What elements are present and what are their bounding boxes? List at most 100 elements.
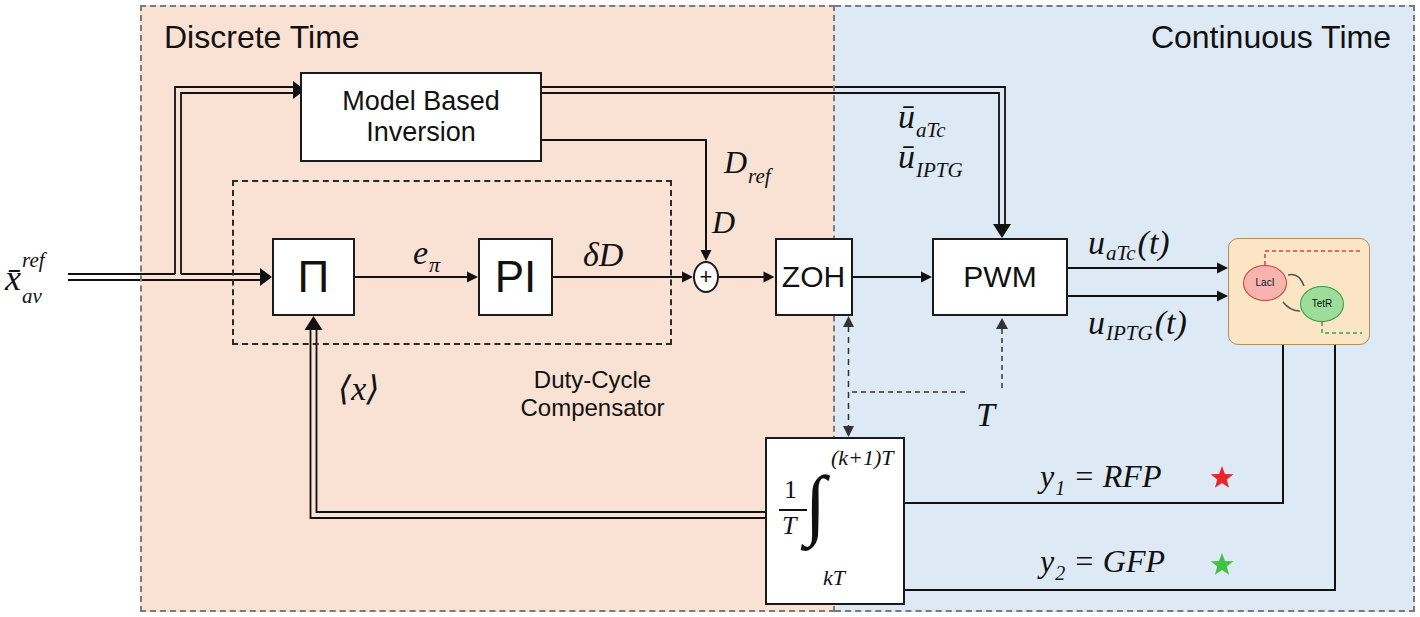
signal-symbol: IPTG bbox=[916, 160, 963, 181]
discrete-time-region: Discrete TimeModel Based InversionDuty-C… bbox=[140, 5, 835, 612]
node-text: Duty-Cycle Compensator bbox=[505, 366, 680, 421]
zoh-block: ZOH bbox=[775, 238, 853, 316]
connector-line bbox=[1068, 295, 1218, 297]
signal-symbol: ū bbox=[898, 100, 915, 134]
bus-line bbox=[68, 273, 175, 275]
bus-connector bbox=[542, 87, 1011, 238]
pi-controller: PI bbox=[478, 238, 553, 316]
signal-symbol: y bbox=[1040, 545, 1054, 577]
node-text: kT bbox=[823, 567, 845, 589]
signal-symbol: ref bbox=[22, 250, 45, 271]
connector-line bbox=[905, 345, 1283, 503]
arrow-head bbox=[996, 318, 1008, 329]
arrow-head bbox=[260, 268, 272, 286]
discrete-region-fill bbox=[140, 5, 835, 612]
node-text: Continuous Time bbox=[1151, 19, 1391, 56]
signal-symbol: aTc bbox=[1106, 243, 1136, 264]
signal-connector bbox=[905, 345, 1335, 590]
signal-symbol: T bbox=[976, 398, 995, 432]
box-label: Model Based Inversion bbox=[302, 86, 540, 148]
arrow-head bbox=[682, 272, 693, 283]
signal-symbol: = GFP bbox=[1073, 545, 1165, 577]
box-label: LacI bbox=[1256, 277, 1275, 289]
node-text: (k+1)T bbox=[831, 447, 894, 469]
signal-symbol: u bbox=[1088, 226, 1105, 260]
signal-symbol: y bbox=[1040, 460, 1054, 492]
averaging-integrator: 1T∫(k+1)TkT bbox=[765, 437, 905, 605]
fraction-bar bbox=[779, 509, 807, 511]
compensator-group: Duty-Cycle CompensatorΠPI bbox=[232, 180, 672, 345]
signal-symbol: = RFP bbox=[1073, 460, 1161, 492]
connector-line bbox=[542, 140, 706, 251]
box-label: ZOH bbox=[782, 260, 845, 295]
signal-connector bbox=[542, 140, 712, 261]
arrow-head bbox=[1217, 291, 1228, 302]
pwm-block: PWM bbox=[932, 238, 1068, 316]
arrow-head bbox=[993, 224, 1011, 238]
interaction-arc bbox=[1283, 302, 1300, 311]
signal-symbol: π bbox=[429, 254, 440, 276]
signal-symbol: u bbox=[1088, 306, 1105, 340]
clock-line bbox=[852, 391, 966, 393]
signal-symbol: ū bbox=[898, 140, 915, 174]
arrow-head bbox=[843, 426, 854, 437]
bus-connector bbox=[305, 316, 766, 518]
connector-line bbox=[553, 276, 683, 278]
inversion-block: Model Based Inversion bbox=[300, 72, 542, 162]
node-text: 1 bbox=[784, 477, 797, 503]
signal-symbol: aTc bbox=[916, 120, 946, 141]
connector-line bbox=[317, 329, 766, 512]
connector-line bbox=[848, 326, 850, 427]
signal-symbol: x̄ bbox=[5, 260, 21, 296]
signal-connector bbox=[1068, 291, 1228, 302]
signal-connector bbox=[853, 272, 933, 283]
signal-connector bbox=[719, 272, 775, 283]
signal-label: δD bbox=[583, 238, 623, 272]
arrow-head bbox=[921, 272, 932, 283]
signal-symbol: (t) bbox=[1155, 306, 1187, 340]
arrow-head bbox=[1217, 263, 1228, 274]
signal-symbol: D bbox=[724, 146, 747, 178]
connector-line bbox=[542, 93, 999, 225]
gfp-star bbox=[1211, 553, 1234, 575]
box-label: PWM bbox=[963, 260, 1036, 295]
signal-symbol: ref bbox=[748, 166, 771, 187]
repression-line bbox=[1265, 251, 1362, 265]
arrow-head bbox=[764, 272, 775, 283]
connector-line bbox=[719, 276, 765, 278]
signal-connector bbox=[1068, 263, 1228, 274]
node-text: Discrete Time bbox=[164, 19, 360, 56]
timing-connector bbox=[843, 316, 854, 437]
continuous-region-fill bbox=[835, 5, 1415, 612]
arrow-head bbox=[305, 316, 323, 330]
connector-line bbox=[355, 276, 468, 278]
plant-cell: LacI TetR bbox=[1228, 238, 1370, 345]
clock-line bbox=[1001, 329, 1003, 388]
signal-connector bbox=[355, 272, 478, 283]
product-block: Π bbox=[272, 238, 355, 316]
interaction-arc bbox=[1288, 274, 1304, 286]
plant-fill bbox=[1229, 239, 1369, 344]
signal-symbol: (t) bbox=[1138, 226, 1170, 260]
arrow-head bbox=[467, 272, 478, 283]
laci-gene: LacI bbox=[1243, 265, 1287, 301]
tetr-gene: TetR bbox=[1300, 286, 1344, 322]
node-text: T bbox=[782, 513, 796, 539]
signal-label: D bbox=[712, 206, 735, 238]
signal-symbol: ⟨x⟩ bbox=[338, 372, 380, 406]
connector-line bbox=[311, 329, 766, 518]
connector-line bbox=[853, 276, 923, 278]
signal-symbol: e bbox=[413, 236, 428, 270]
connector-line bbox=[1068, 267, 1218, 269]
summing-junction: + bbox=[693, 261, 719, 293]
signal-symbol: av bbox=[22, 286, 42, 307]
signal-symbol: 1 bbox=[1055, 478, 1065, 498]
signal-symbol: IPTG bbox=[1106, 323, 1153, 344]
arrow-head bbox=[843, 316, 854, 327]
signal-symbol: 2 bbox=[1055, 563, 1065, 583]
box-label: TetR bbox=[1312, 298, 1333, 310]
repression-line bbox=[1322, 322, 1362, 333]
signal-connector bbox=[553, 272, 693, 283]
